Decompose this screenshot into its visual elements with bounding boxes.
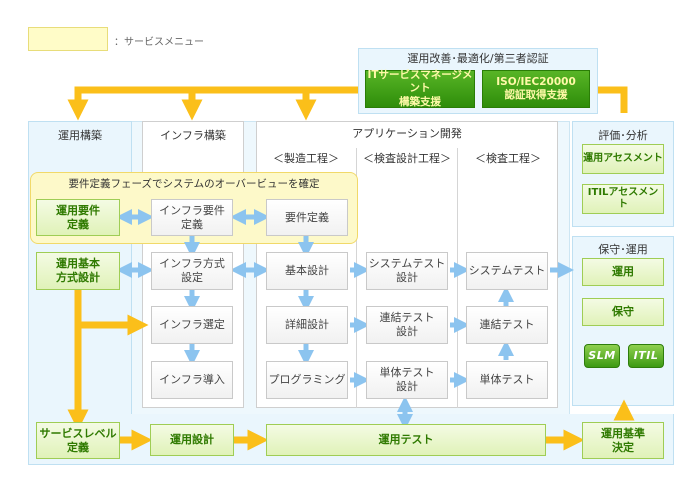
unit-test-design-box: 単体テスト 設計: [366, 361, 448, 399]
infra-requirements-box: インフラ要件 定義: [151, 199, 233, 236]
ops-build-title: 運用構築: [58, 129, 102, 143]
test-design-process-title: ＜検査設計工程＞: [363, 152, 451, 166]
bus-to-ops-build: [67, 86, 358, 121]
requirements-phase-caption: 要件定義フェーズでシステムのオーバービューを確定: [68, 178, 320, 191]
eval-title: 評価･分析: [598, 129, 648, 143]
test-process-title: ＜検査工程＞: [475, 152, 541, 166]
requirements-definition-box: 要件定義: [266, 199, 348, 236]
app-dev-title: アプリケーション開発: [352, 127, 462, 141]
bus-from-eval: [598, 86, 628, 113]
programming-box: プログラミング: [266, 361, 348, 399]
basic-design-box: 基本設計: [266, 252, 348, 290]
infra-build-title: インフラ構築: [160, 129, 226, 143]
ops-design-button[interactable]: 運用設計: [150, 424, 234, 456]
iso20000-support-button[interactable]: ISO/IEC20000 認証取得支援: [482, 70, 590, 108]
ops-test-button[interactable]: 運用テスト: [266, 424, 546, 456]
itil-badge: ITIL: [628, 344, 664, 368]
ops-basic-design-button[interactable]: 運用基本 方式設計: [36, 252, 120, 290]
orange-arrows: [67, 86, 635, 451]
slm-badge: SLM: [584, 344, 620, 368]
mfg-process-title: ＜製造工程＞: [273, 152, 339, 166]
detailed-design-box: 詳細設計: [266, 306, 348, 344]
link-test-design-box: 連結テスト 設計: [366, 306, 448, 344]
blue-arrows: [115, 208, 575, 431]
operation-button[interactable]: 運用: [582, 258, 664, 286]
unit-test-box: 単体テスト: [466, 361, 548, 399]
system-test-box: システムテスト: [466, 252, 548, 290]
legend-label: ：サービスメニュー: [114, 37, 204, 48]
ops-assessment-button[interactable]: 運用アセスメント: [582, 144, 664, 174]
itsm-build-support-button[interactable]: ITサービスマネージメント 構築支援: [365, 69, 475, 108]
link-test-box: 連結テスト: [466, 306, 548, 344]
top-improvement-title: 運用改善･最適化/第三者認証: [407, 52, 549, 66]
ops-standard-decision-button[interactable]: 運用基準 決定: [582, 422, 664, 459]
ops-requirements-button[interactable]: 運用要件 定義: [36, 199, 120, 236]
maint-title: 保守･運用: [598, 243, 648, 257]
infra-method-box: インフラ方式 設定: [151, 252, 233, 290]
service-level-definition-button[interactable]: サービスレベル 定義: [36, 422, 120, 459]
legend-swatch: [28, 27, 108, 51]
infra-installation-box: インフラ導入: [151, 361, 233, 399]
infra-selection-box: インフラ選定: [151, 306, 233, 344]
maintenance-button[interactable]: 保守: [582, 298, 664, 326]
itil-assessment-button[interactable]: ITILアセスメント: [582, 184, 664, 214]
system-test-design-box: システムテスト 設計: [366, 252, 448, 290]
